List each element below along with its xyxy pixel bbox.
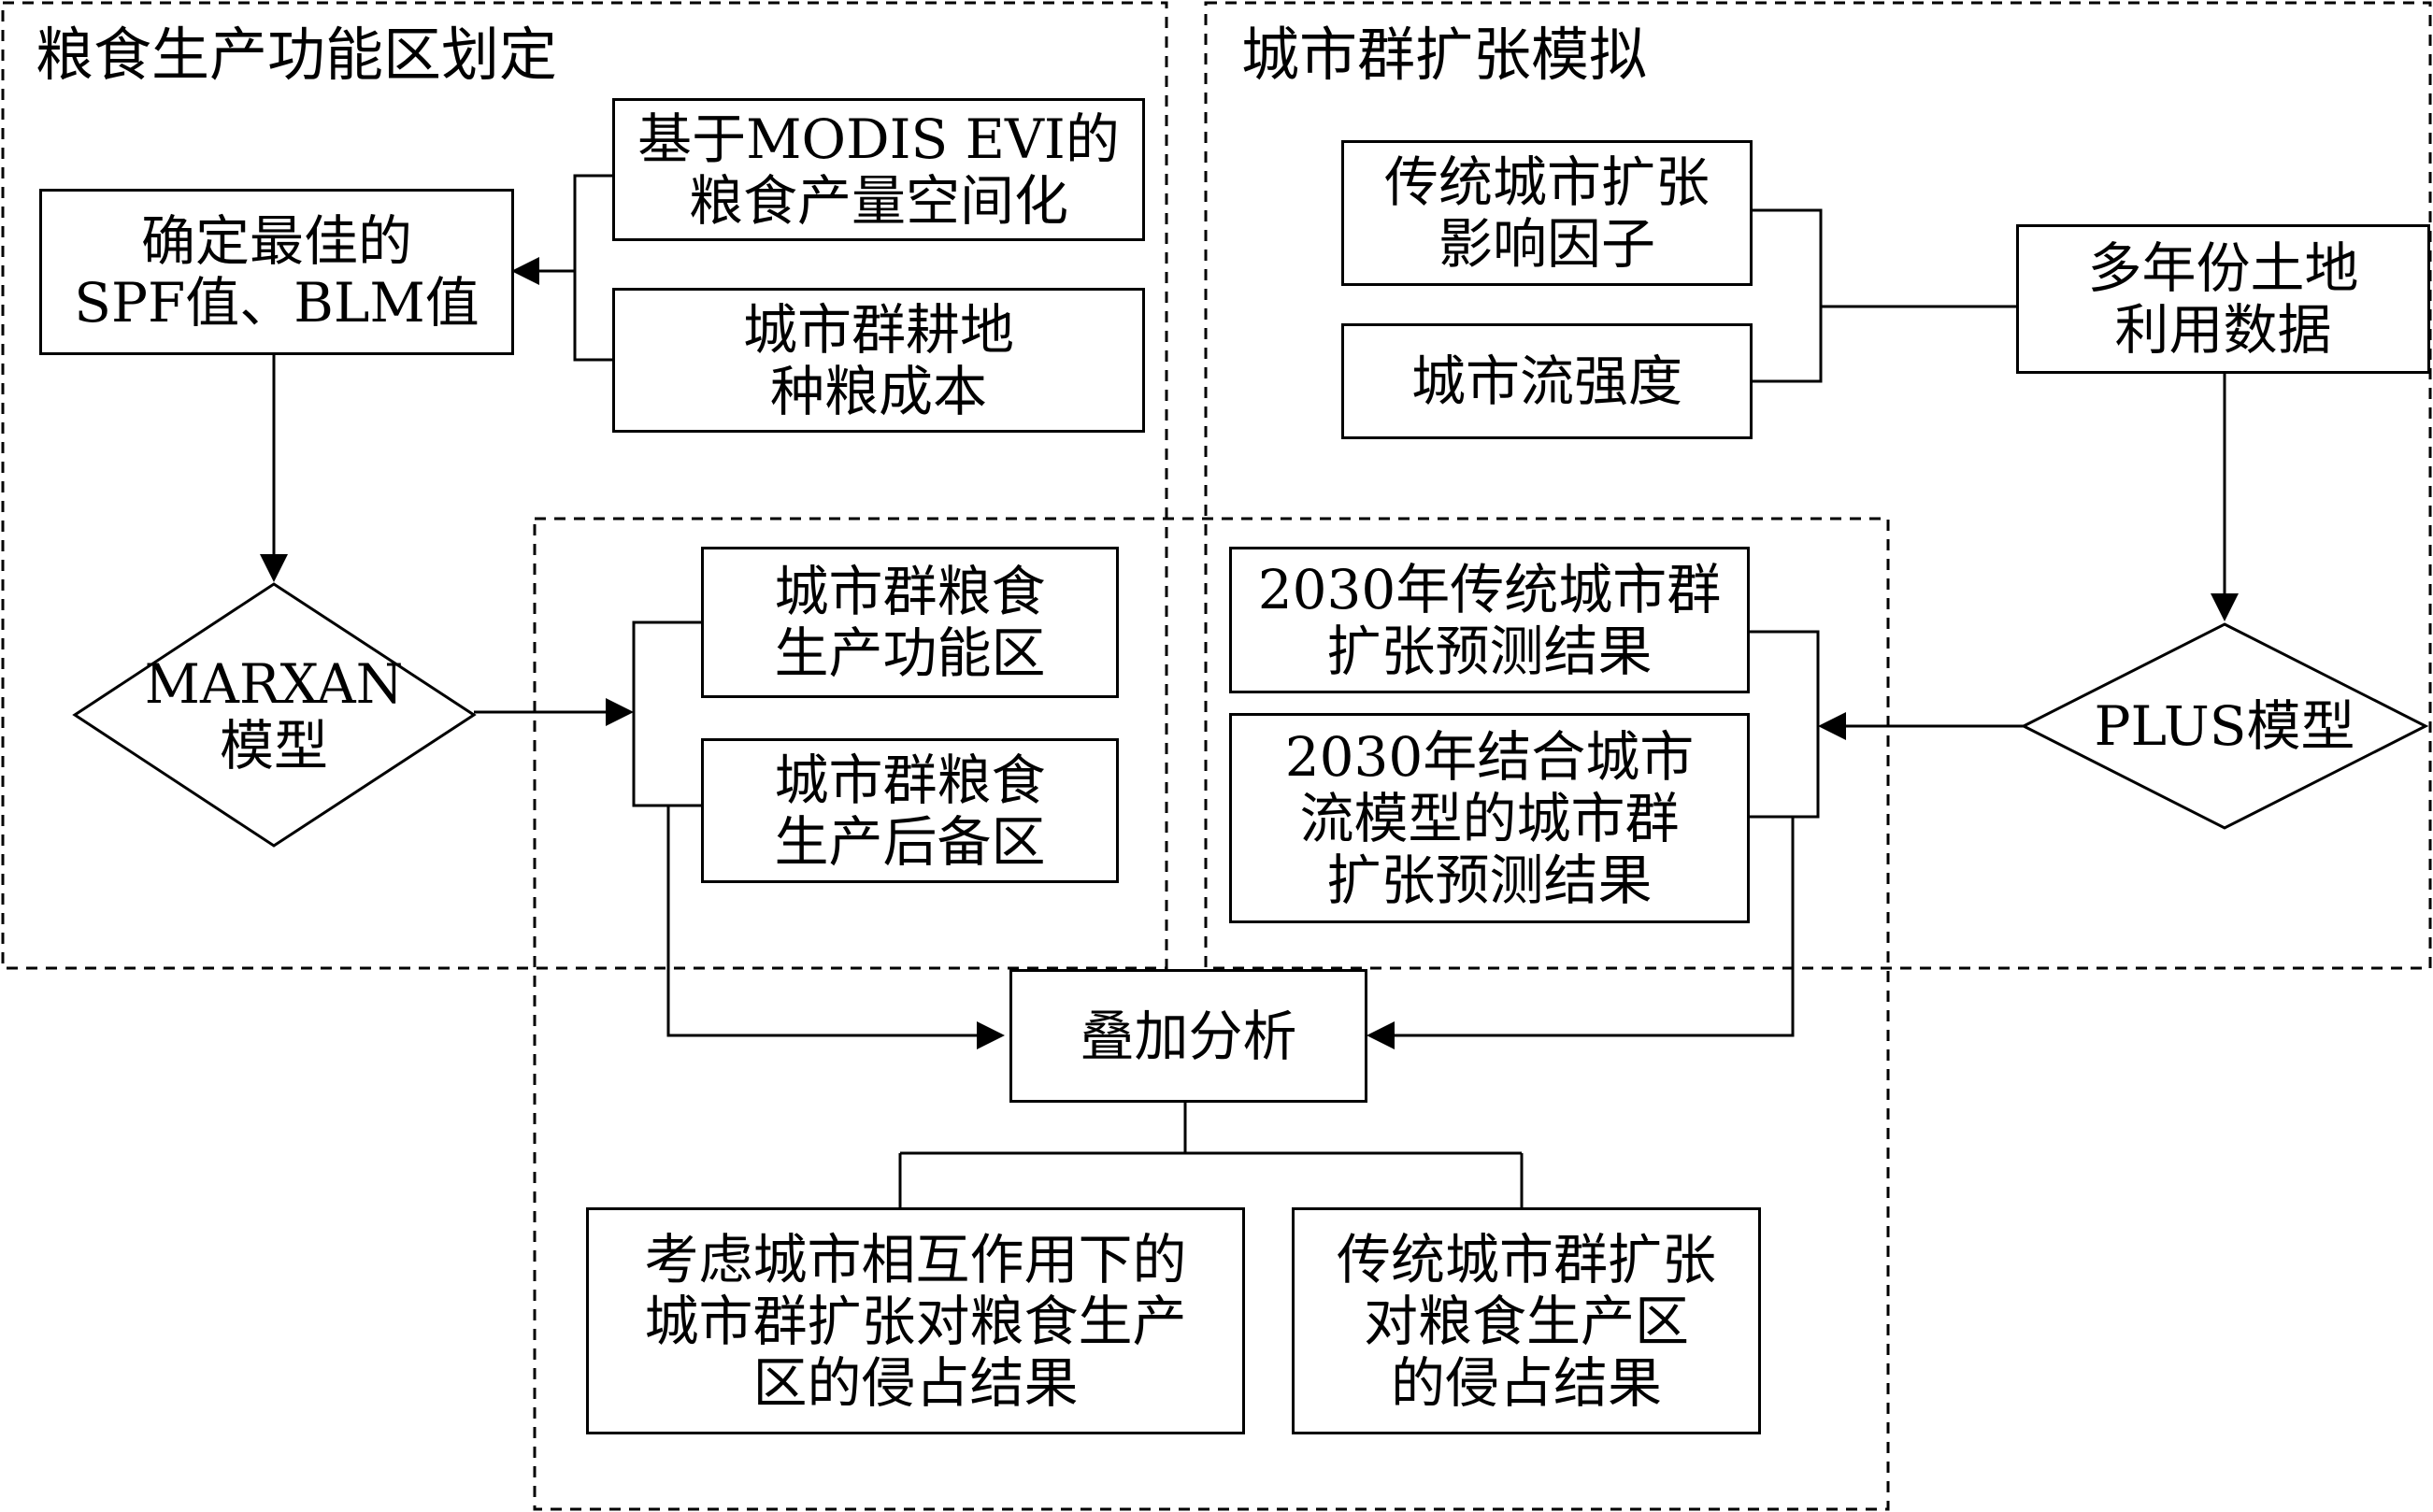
plus-diamond — [2020, 622, 2429, 830]
plus-model-label: PLUS模型 — [2094, 694, 2355, 758]
region-center-border — [533, 517, 1890, 1511]
marxan-model-label: MARXAN 模型 — [144, 652, 404, 777]
prediction-urban-flow-node: 2030年结合城市 流模型的城市群 扩张预测结果 — [1229, 713, 1750, 923]
connector-predictions-bracket — [1750, 630, 1820, 819]
modis-evi-node: 基于MODIS EVI的 粮食产量空间化 — [612, 98, 1145, 241]
connector-inputs-bracket — [573, 174, 612, 362]
multi-year-land-node: 多年份土地 利用数据 — [2016, 224, 2430, 374]
result-interaction-node: 考虑城市相互作用下的 城市群扩张对粮食生产 区的侵占结果 — [586, 1207, 1245, 1434]
prediction-traditional-node: 2030年传统城市群 扩张预测结果 — [1229, 547, 1750, 693]
overlay-analysis-node: 叠加分析 — [1009, 969, 1367, 1103]
traditional-factors-node: 传统城市扩张 影响因子 — [1341, 140, 1753, 286]
arrow-zones-to-overlay — [666, 806, 1005, 1049]
region-left-border — [1, 1, 1168, 970]
urban-flow-node: 城市流强度 — [1341, 323, 1753, 439]
region-left-title: 粮食生产功能区划定 — [36, 21, 558, 89]
spf-blm-node: 确定最佳的 SPF值、BLM值 — [39, 189, 514, 355]
connector-overlay-to-results — [898, 1103, 1524, 1207]
region-right-border — [1204, 1, 2432, 970]
connector-zones-bracket — [632, 620, 701, 807]
connector-factors-bracket — [1753, 208, 1823, 383]
arrow-predictions-to-overlay — [1367, 817, 1795, 1049]
result-traditional-node: 传统城市群扩张 对粮食生产区 的侵占结果 — [1292, 1207, 1761, 1434]
grain-reserve-zone-node: 城市群粮食 生产后备区 — [701, 738, 1119, 883]
marxan-diamond — [72, 582, 477, 848]
region-right-title: 城市群扩张模拟 — [1241, 21, 1648, 89]
farmland-cost-node: 城市群耕地 种粮成本 — [612, 288, 1145, 433]
grain-function-zone-node: 城市群粮食 生产功能区 — [701, 547, 1119, 698]
